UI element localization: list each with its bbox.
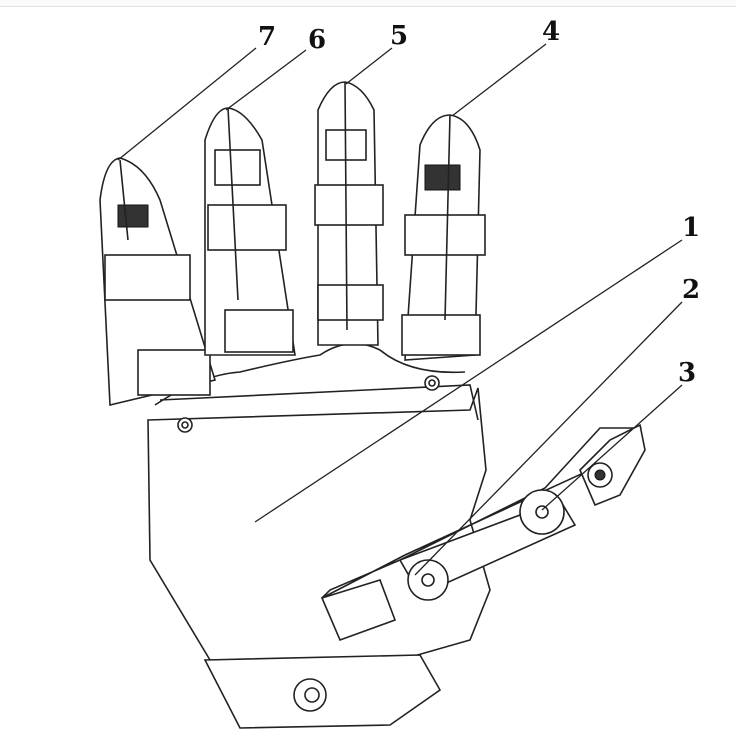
label-6: 6 xyxy=(308,25,326,55)
label-4: 4 xyxy=(542,17,560,47)
label-5: 5 xyxy=(390,21,408,51)
finger-6 xyxy=(204,107,296,356)
thumb xyxy=(320,423,646,642)
leader-5 xyxy=(345,47,393,85)
finger-4 xyxy=(401,114,486,361)
finger-7 xyxy=(99,157,217,407)
leader-3 xyxy=(541,384,683,511)
label-3: 3 xyxy=(678,358,696,388)
palm xyxy=(147,387,491,666)
finger-5 xyxy=(314,81,384,346)
label-1: 1 xyxy=(682,213,700,243)
top-border xyxy=(0,0,736,7)
leader-2 xyxy=(414,301,683,576)
leader-6 xyxy=(225,49,307,111)
label-2: 2 xyxy=(682,275,700,305)
leader-7 xyxy=(117,47,257,161)
label-7: 7 xyxy=(258,22,276,52)
leader-1 xyxy=(254,239,683,523)
leader-4 xyxy=(451,43,547,117)
